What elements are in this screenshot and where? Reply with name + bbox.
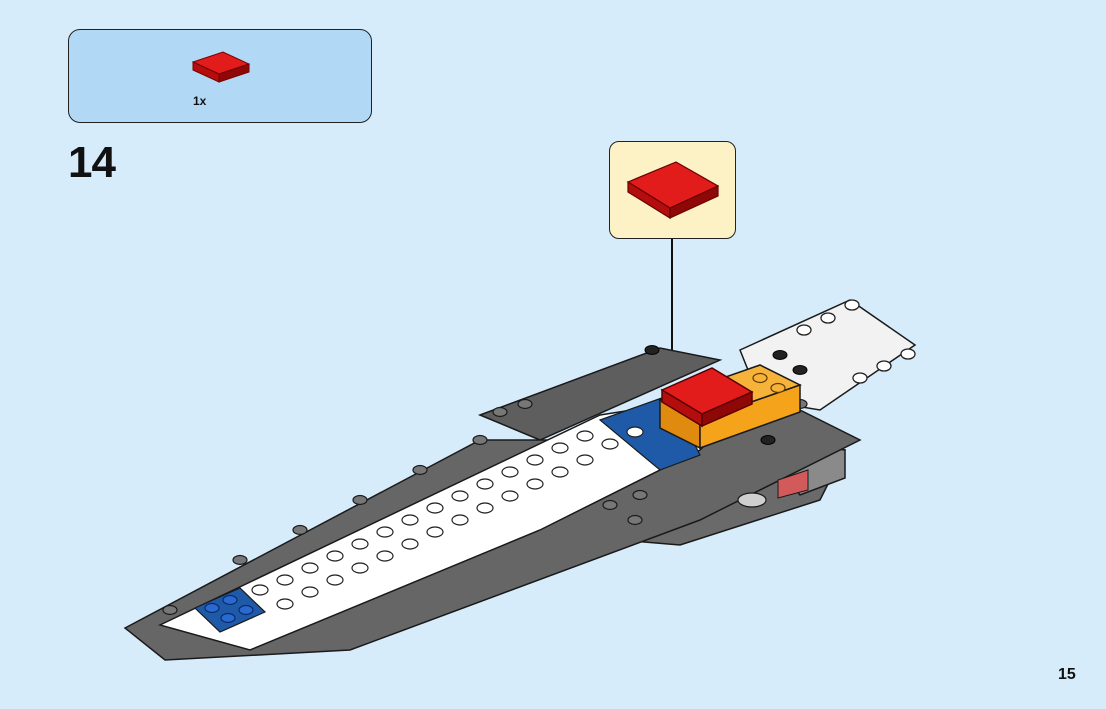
part-callout-box [609,141,736,239]
part-quantity: 1x [193,94,207,108]
red-tile-2x2-icon [191,51,251,83]
red-tile-2x2-icon [626,161,720,220]
page-number: 15 [1058,666,1076,683]
rear-wing-left [477,347,723,441]
nose-blue-plate [193,587,267,633]
parts-list-box: 1x [68,29,372,123]
step-number: 14 [68,138,116,187]
